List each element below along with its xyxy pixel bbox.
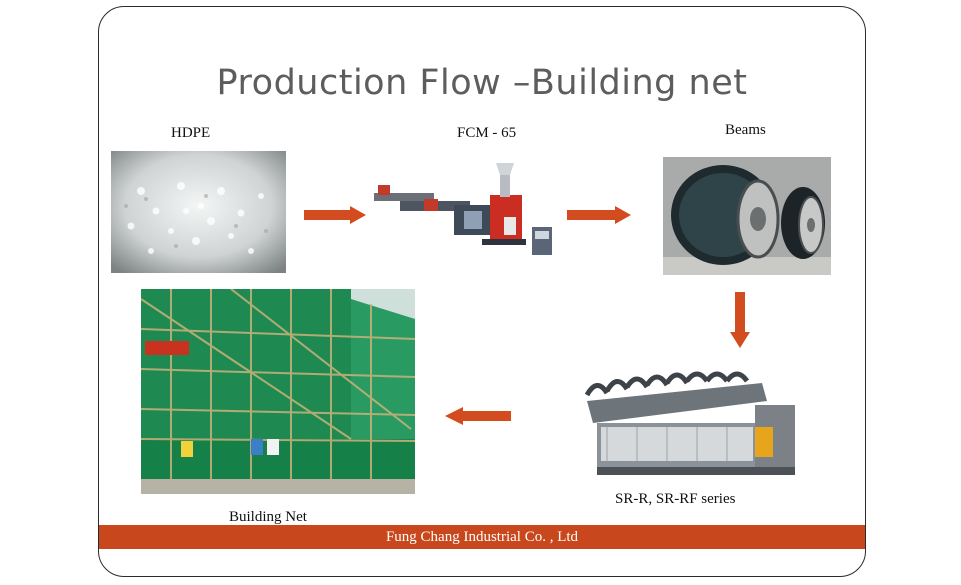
label-hdpe: HDPE [171,125,211,141]
label-sr-series: SR-R, SR-RF series [615,491,736,507]
knitting-machine-photo [577,365,807,485]
arrow-down [730,292,750,348]
yarn-beams-photo [663,157,831,275]
hdpe-pellets-photo [111,151,286,273]
label-building-net: Building Net [229,509,307,525]
label-beams: Beams [725,122,766,138]
building-net-photo [141,289,415,494]
label-fcm65: FCM - 65 [457,125,517,141]
slide-title: Production Flow –Building net [216,63,748,103]
slide: Production Flow –Building net HDPE FCM -… [98,6,866,577]
extrusion-machine-photo [364,155,564,263]
arrow-right-1 [304,206,366,224]
footer-bar: Fung Chang Industrial Co. , Ltd [99,525,865,549]
arrow-right-2 [567,206,631,224]
arrow-left [445,407,511,425]
